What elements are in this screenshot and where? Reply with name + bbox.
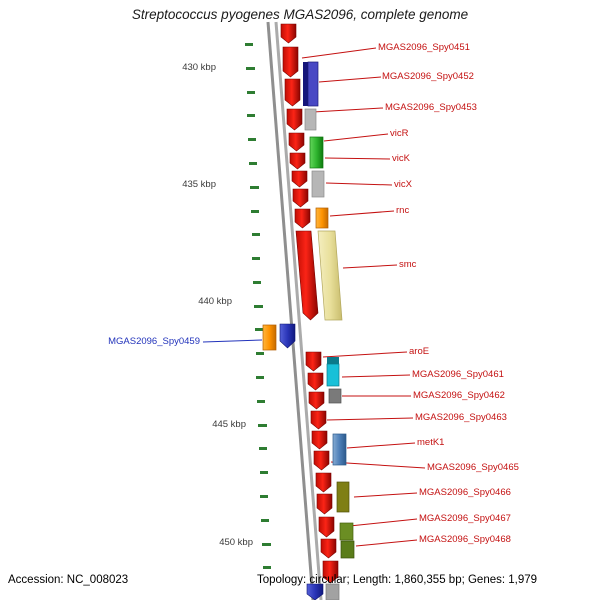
gene-arrow-spy0461 [307,372,324,391]
gene-arrow-spy0462 [308,391,325,410]
gene-arrow-rnc [294,208,311,229]
gene-arrow-spy0463 [310,410,327,430]
gene-label-spy0468[interactable]: MGAS2096_Spy0468 [419,534,511,545]
feature-block-gray [325,583,340,600]
feature-block-rnc [315,207,329,229]
gene-arrow-vicK [289,152,306,170]
feature-block-spy0452-dark [303,62,308,106]
scale-label-430: 430 kbp [182,62,216,73]
feature-block-spy0462 [328,388,342,404]
gene-label-spy0465[interactable]: MGAS2096_Spy0465 [427,462,519,473]
scale-tick-marks [245,43,271,569]
gene-label-metK1[interactable]: metK1 [417,437,445,448]
gene-arrow-vicR [288,132,305,152]
gene-label-spy0451[interactable]: MGAS2096_Spy0451 [378,42,470,53]
feature-block-metK1 [332,433,347,466]
gene-label-spy0459[interactable]: MGAS2096_Spy0459 [108,336,200,347]
gene-label-rnc[interactable]: rnc [396,205,410,216]
scale-label-450: 450 kbp [219,537,253,548]
feature-block-gray [304,108,317,131]
gene-arrow-spy0453 [286,108,303,131]
feature-block-smc [317,230,343,321]
gene-label-vicR[interactable]: vicR [390,128,409,139]
gene-arrow-spy0452 [284,78,301,107]
gene-arrow-metK1 [311,430,328,450]
gene-label-smc[interactable]: smc [399,259,417,270]
feature-block-spy0467 [339,522,354,541]
gene-arrow-spy0459 [279,323,296,349]
gene-label-spy0461[interactable]: MGAS2096_Spy0461 [412,369,504,380]
footer-summary: Topology: circular; Length: 1,860,355 bp… [257,574,538,586]
gene-label-aroE[interactable]: aroE [409,346,430,357]
gene-arrows[interactable] [280,23,339,584]
gene-arrow-spy0466 [316,493,333,515]
leader-line-spy0459 [202,339,263,343]
gene-label-vicK[interactable]: vicK [392,153,410,164]
gene-label-spy0452[interactable]: MGAS2096_Spy0452 [382,71,474,82]
feature-block-spy0468 [340,540,355,559]
gene-arrow-aroE [305,351,322,372]
gene-label-vicX[interactable]: vicX [394,179,412,190]
feature-block-spy0452 [307,61,319,107]
footer-accession: Accession: NC_008023 [8,574,129,586]
feature-blocks[interactable] [262,61,355,600]
gene-arrow-spy0467 [318,516,335,538]
gene-arrow-vicX [291,170,308,188]
gene-label-spy0462[interactable]: MGAS2096_Spy0462 [413,390,505,401]
feature-block-vicX [311,170,325,198]
feature-block-spy0461-cap [327,357,339,364]
feature-block-spy0466 [336,481,350,513]
genome-backbone [266,21,323,600]
gene-arrow-spy0465 [313,450,330,471]
label-leader-lines [202,47,426,547]
gene-arrow-smc [295,230,319,321]
backbone-line-outer [266,21,315,600]
backbone-line-inner [274,21,323,600]
gene-label-spy0463[interactable]: MGAS2096_Spy0463 [415,412,507,423]
gene-label-spy0453[interactable]: MGAS2096_Spy0453 [385,102,477,113]
gene-arrow-spy0451 [282,46,299,78]
gene-arrow-spy0468 [320,538,337,559]
scale-label-440: 440 kbp [198,296,232,307]
gene-arrow-bottom [306,583,324,600]
page-title: Streptococcus pyogenes MGAS2096, complet… [131,7,469,22]
gene-label-spy0467[interactable]: MGAS2096_Spy0467 [419,513,511,524]
feature-block-vicRK [309,136,324,169]
gene-arrow [292,188,309,208]
feature-block-spy0459 [262,324,277,351]
feature-block-spy0461 [326,363,340,387]
gene-arrow [322,560,339,584]
gene-arrow [315,472,332,493]
gene-label-spy0466[interactable]: MGAS2096_Spy0466 [419,487,511,498]
scale-label-445: 445 kbp [212,419,246,430]
scale-label-435: 435 kbp [182,179,216,190]
gene-arrow [280,23,297,44]
